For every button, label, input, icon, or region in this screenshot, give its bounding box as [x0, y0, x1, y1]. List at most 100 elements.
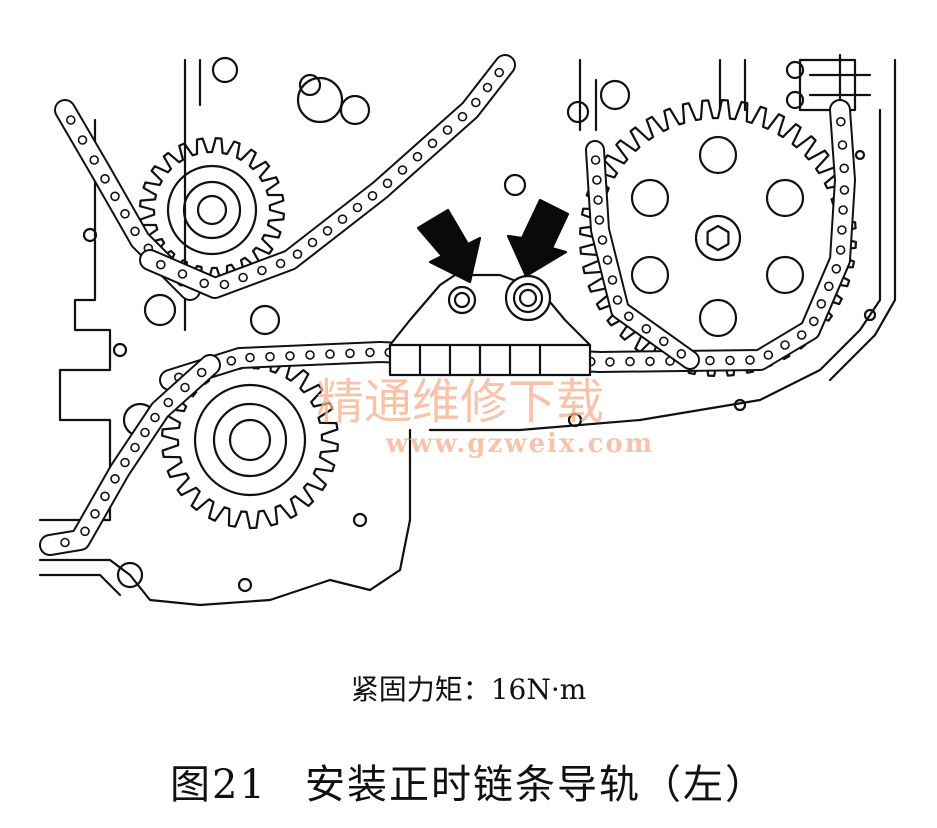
chain-link — [265, 351, 275, 362]
caption-title: 安装正时链条导轨（左） — [304, 762, 767, 808]
chain-link — [838, 205, 848, 215]
chain-link — [322, 226, 333, 236]
chain-link — [763, 350, 774, 360]
chain-link — [140, 427, 150, 438]
sprocket-teeth — [161, 350, 339, 530]
chain-link — [705, 355, 715, 366]
chain-link — [397, 165, 408, 175]
chain-link — [839, 163, 850, 174]
chain-link — [130, 226, 140, 237]
chain-link — [120, 209, 130, 219]
gear-hole — [630, 255, 670, 295]
chain-link — [337, 214, 348, 224]
chain-link — [796, 330, 807, 340]
chain-link — [285, 351, 295, 361]
chain-link — [80, 526, 90, 537]
chain-link — [837, 140, 848, 150]
chain-link — [412, 151, 423, 162]
chain-link — [482, 82, 493, 93]
chain-link — [89, 155, 99, 165]
chain-link — [382, 178, 393, 189]
chain-link — [470, 97, 481, 108]
chain-link — [835, 245, 846, 255]
guide-bolt-left — [447, 285, 477, 315]
chain-link — [592, 175, 602, 185]
chain-link — [725, 355, 735, 366]
chain-link — [275, 258, 286, 269]
chain-link — [226, 355, 237, 366]
chain-link — [427, 138, 438, 149]
sprocket-hub-ring — [193, 383, 307, 497]
chain-link — [494, 67, 505, 78]
chain-link — [180, 382, 190, 393]
chain-link — [607, 275, 618, 285]
chain-link — [100, 491, 110, 502]
sprocket-bore — [228, 418, 272, 462]
sprocket-teeth — [139, 137, 285, 283]
chain-link — [100, 174, 110, 184]
gear-hole — [765, 255, 805, 295]
chain-link — [597, 235, 608, 245]
chain-link — [196, 367, 207, 378]
chain-guide-left — [388, 273, 592, 377]
chain-link — [257, 265, 267, 276]
bolt-arrow-left — [416, 208, 482, 284]
chain-link — [831, 263, 842, 274]
chain-link — [645, 356, 655, 367]
chain-link — [345, 348, 355, 359]
chain-link — [77, 135, 88, 145]
chain-link — [442, 125, 453, 135]
gear-hole — [630, 178, 670, 218]
lower-left-sprocket — [161, 350, 339, 530]
watermark-title: 精通维修下载 — [316, 374, 604, 430]
chain-link — [837, 225, 847, 235]
chain-body — [141, 56, 514, 297]
chain-link — [163, 397, 174, 408]
chain-link — [66, 115, 76, 125]
chain-link — [457, 111, 468, 122]
chain-body — [587, 142, 698, 368]
chain-link — [90, 508, 100, 519]
chain-link — [658, 336, 669, 347]
sprocket-hub — [182, 180, 242, 240]
chain-link — [305, 350, 315, 360]
watermark: 精通维修下载 www.gzweix.com — [316, 374, 655, 459]
chain-link — [745, 355, 755, 365]
torque-spec: 紧固力矩：16N·m — [350, 673, 587, 706]
chain-link — [60, 537, 70, 548]
chain-link — [199, 278, 209, 289]
tensioner-bracket — [785, 53, 872, 117]
gear-hub — [694, 214, 742, 262]
timing-chain-diagram: 精通维修下载 www.gzweix.com — [38, 53, 897, 607]
chain-link — [641, 323, 652, 334]
chain-body — [41, 356, 219, 554]
watermark-url: www.gzweix.com — [385, 429, 655, 459]
chain-link — [150, 412, 160, 423]
chain-link — [676, 348, 687, 359]
chain-link — [219, 279, 230, 290]
chain-link — [156, 259, 166, 270]
chain-link — [325, 349, 335, 359]
guide-bolt-right — [504, 274, 552, 322]
chain-link — [839, 185, 850, 195]
chain-link — [780, 340, 790, 350]
engine-housing-outline — [38, 56, 897, 607]
chain-link — [816, 298, 827, 309]
chain-link — [623, 311, 634, 322]
upper-left-sprocket — [139, 137, 285, 283]
gear-center-bolt — [706, 224, 730, 252]
chain-link — [602, 255, 613, 265]
gear-hole — [765, 178, 805, 218]
chain-link — [120, 457, 130, 468]
chain-link — [245, 352, 255, 363]
chain-link — [365, 347, 375, 358]
chain-link — [130, 442, 140, 453]
chain-link — [594, 215, 605, 225]
chain-link — [590, 155, 601, 165]
chain-link — [835, 116, 846, 127]
sprocket-hub — [212, 402, 288, 478]
bolt-arrow-right — [506, 198, 570, 278]
gear-hole — [698, 135, 738, 175]
chain-link — [292, 249, 303, 259]
